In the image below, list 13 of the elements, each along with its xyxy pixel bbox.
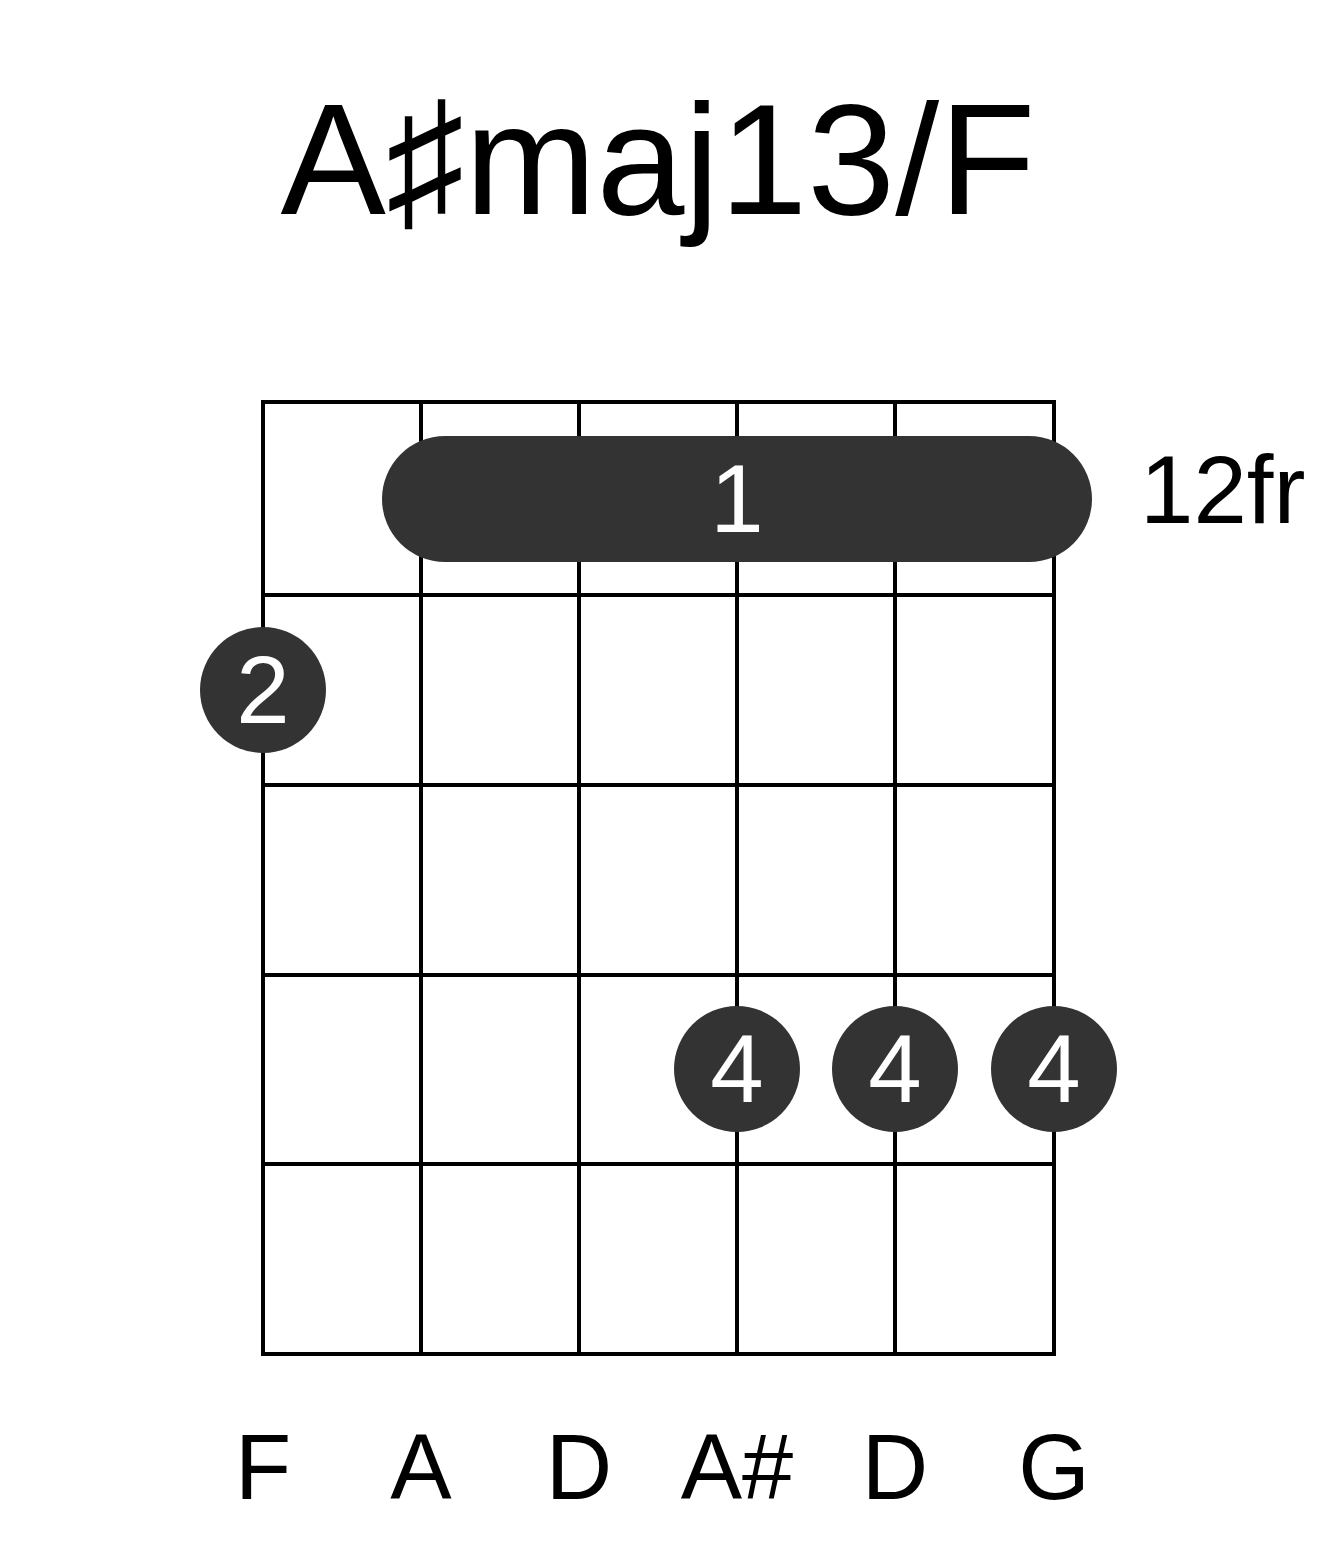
- string-note-label: G: [1018, 1421, 1090, 1513]
- string-note-label: A#: [680, 1421, 794, 1513]
- finger-number: 4: [868, 1021, 922, 1117]
- string-note-label: A: [390, 1421, 452, 1513]
- string-note-label: D: [545, 1421, 613, 1513]
- fret-position-label: 12fr: [1140, 442, 1306, 538]
- string-note-label: D: [861, 1421, 929, 1513]
- finger-number: 1: [710, 451, 764, 547]
- chord-title: A♯maj13/F: [279, 70, 1037, 250]
- finger-number: 4: [710, 1021, 764, 1117]
- finger-number: 2: [236, 642, 290, 738]
- string-note-label: F: [234, 1421, 292, 1513]
- finger-number: 4: [1027, 1021, 1081, 1117]
